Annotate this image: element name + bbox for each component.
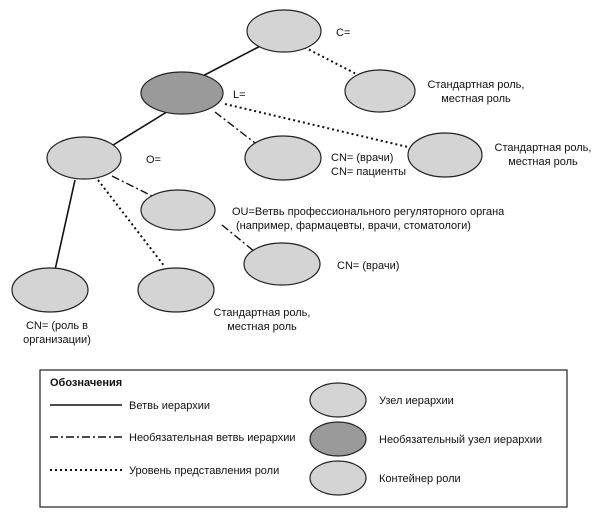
- role-link-o: [97, 179, 166, 268]
- legend: Обозначения Ветвь иерархии Необязательна…: [39, 369, 568, 508]
- o-node: [46, 136, 122, 180]
- legend-role-level-label: Уровень представления роли: [129, 465, 279, 477]
- c-label: C=: [336, 27, 350, 39]
- cn-doctors-label: CN= (врачи): [337, 260, 399, 272]
- role-bottom-label-1: Стандартная роль,: [214, 307, 311, 319]
- role-link-l: [224, 103, 413, 149]
- legend-branch-label: Ветвь иерархии: [129, 400, 210, 412]
- c-node: [246, 9, 322, 53]
- role-bottom-label-2: местная роль: [227, 321, 297, 333]
- cn-org-role-node: [11, 267, 89, 313]
- legend-box: [39, 369, 568, 508]
- branch-l-to-o: [104, 109, 171, 151]
- legend-node-icon: [309, 382, 367, 418]
- cn-doctors-node: [243, 242, 321, 286]
- role-mid-label-1: Стандартная роль,: [495, 142, 592, 154]
- ou-node: [140, 189, 216, 231]
- ou-label-1: OU=Ветвь профессионального регуляторного…: [232, 206, 505, 218]
- cn-org-role-label-1: CN= (роль в: [26, 320, 88, 332]
- branch-o-to-cn-org: [54, 179, 76, 271]
- legend-optional-node-label: Необязательный узел иерархии: [379, 434, 542, 446]
- legend-title: Обозначения: [50, 377, 122, 389]
- legend-node-label: Узел иерархии: [379, 395, 454, 407]
- l-label: L=: [233, 89, 246, 101]
- legend-role-container-icon: [309, 460, 367, 496]
- role-container-top: [344, 69, 416, 113]
- role-mid-label-2: местная роль: [508, 156, 578, 168]
- o-label: O=: [146, 154, 161, 166]
- cn-doctors-patients-label-1: CN= (врачи): [331, 152, 393, 164]
- legend-optional-node-icon: [309, 421, 367, 457]
- legend-optional-branch-label: Необязательная ветвь иерархии: [129, 432, 296, 444]
- ou-label-2: (например, фармацевты, врачи, стоматолог…: [236, 220, 471, 232]
- optional-branch-ou-to-cn: [221, 224, 256, 253]
- l-node-optional: [140, 71, 224, 115]
- cn-doctors-patients-node: [244, 135, 322, 181]
- role-top-label-2: местная роль: [441, 93, 511, 105]
- branch-l-to-c: [194, 41, 269, 81]
- legend-role-container-label: Контейнер роли: [379, 473, 461, 485]
- role-container-bottom: [137, 267, 215, 313]
- cn-doctors-patients-label-2: CN= пациенты: [331, 166, 406, 178]
- role-container-mid: [407, 132, 483, 178]
- cn-org-role-label-2: организации): [23, 334, 91, 346]
- optional-branch-l-to-cn: [214, 111, 256, 144]
- role-top-label-1: Стандартная роль,: [428, 79, 525, 91]
